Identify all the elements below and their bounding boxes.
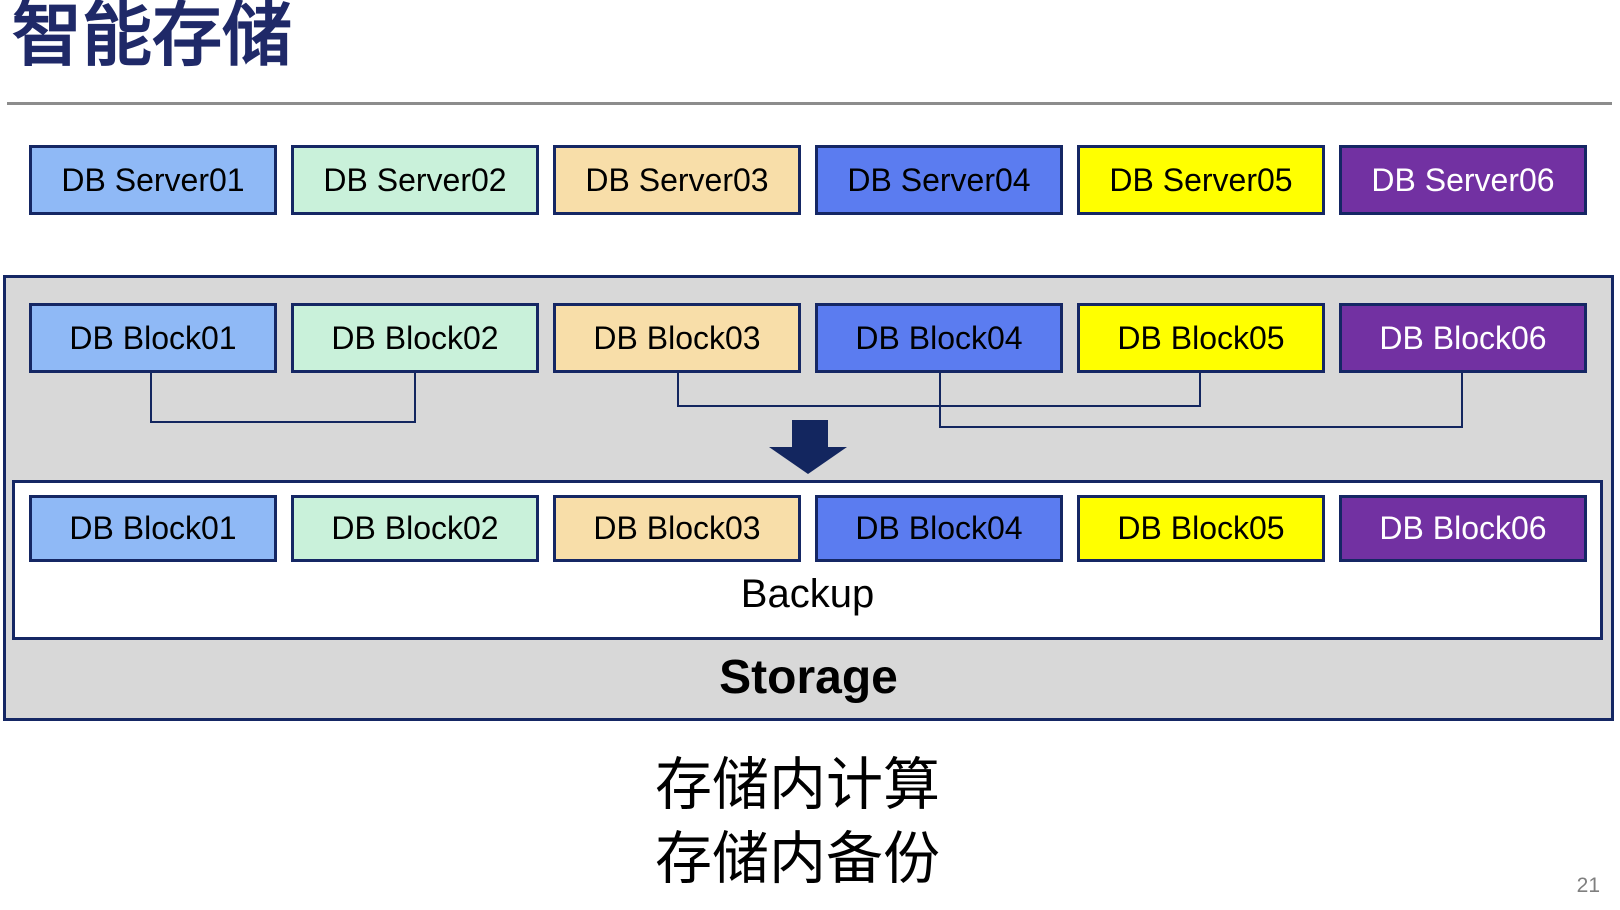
- page-title: 智能存储: [12, 0, 292, 74]
- source-block-box-01: DB Block01: [29, 303, 277, 373]
- block-label: DB Block04: [855, 319, 1023, 356]
- block-label: DB Block02: [331, 510, 499, 546]
- caption: 存储内计算 存储内备份: [655, 748, 940, 896]
- server-box-03: DB Server03: [553, 145, 801, 215]
- source-block-box-02: DB Block02: [291, 303, 539, 373]
- block-label: DB Block03: [593, 319, 761, 356]
- caption-line-2: 存储内备份: [655, 827, 940, 892]
- block-label: DB Block03: [593, 510, 761, 546]
- source-block-box-04: DB Block04: [815, 303, 1063, 373]
- server-box-01: DB Server01: [29, 145, 277, 215]
- down-arrow-stem: [792, 420, 828, 448]
- server-label: DB Server01: [61, 161, 245, 198]
- server-box-02: DB Server02: [291, 145, 539, 215]
- source-block-box-06: DB Block06: [1339, 303, 1587, 373]
- block-label: DB Block06: [1379, 510, 1547, 546]
- server-label: DB Server03: [585, 161, 769, 198]
- backup-block-box-05: DB Block05: [1077, 495, 1325, 562]
- storage-label: Storage: [719, 651, 898, 704]
- backup-label: Backup: [740, 572, 875, 616]
- block-label: DB Block06: [1379, 319, 1547, 356]
- block-label: DB Block04: [855, 510, 1023, 546]
- backup-panel: [12, 480, 1603, 640]
- server-row: DB Server01 DB Server02 DB Server03 DB S…: [29, 145, 1587, 215]
- backup-block-box-02: DB Block02: [291, 495, 539, 562]
- block-label: DB Block01: [69, 319, 237, 356]
- backup-block-row: DB Block01 DB Block02 DB Block03 DB Bloc…: [29, 495, 1587, 562]
- down-arrow-head: [769, 447, 847, 474]
- title-divider: [7, 102, 1612, 105]
- connector-bracket-block01-block02: [150, 373, 416, 423]
- block-label: DB Block05: [1117, 510, 1285, 546]
- server-box-04: DB Server04: [815, 145, 1063, 215]
- page-number: 21: [1576, 874, 1600, 897]
- server-label: DB Server05: [1109, 161, 1293, 198]
- backup-block-box-01: DB Block01: [29, 495, 277, 562]
- source-block-row: DB Block01 DB Block02 DB Block03 DB Bloc…: [29, 303, 1587, 373]
- connector-bracket-block04-block06: [939, 373, 1463, 428]
- server-box-06: DB Server06: [1339, 145, 1587, 215]
- server-label: DB Server02: [323, 161, 507, 198]
- server-box-05: DB Server05: [1077, 145, 1325, 215]
- block-label: DB Block05: [1117, 319, 1285, 356]
- caption-line-1: 存储内计算: [655, 753, 940, 817]
- block-label: DB Block02: [331, 319, 499, 356]
- backup-block-box-06: DB Block06: [1339, 495, 1587, 562]
- block-label: DB Block01: [69, 510, 237, 546]
- server-label: DB Server06: [1371, 161, 1555, 198]
- backup-block-box-03: DB Block03: [553, 495, 801, 562]
- backup-block-box-04: DB Block04: [815, 495, 1063, 562]
- server-label: DB Server04: [847, 161, 1031, 198]
- source-block-box-03: DB Block03: [553, 303, 801, 373]
- source-block-box-05: DB Block05: [1077, 303, 1325, 373]
